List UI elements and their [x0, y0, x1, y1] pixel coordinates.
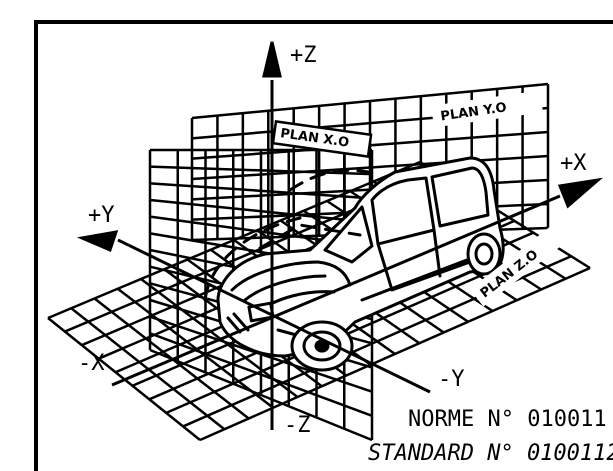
axis-label-minus-x: -X: [78, 351, 105, 376]
axis-label-plus-z: +Z: [290, 43, 317, 68]
norme-caption: NORME N° 010011: [408, 407, 607, 432]
standard-caption: STANDARD N° 0100112: [368, 441, 613, 466]
y-axis-line: [117, 238, 431, 394]
plane-y-grid-line: [191, 154, 549, 181]
y-axis-arrow: [76, 230, 119, 253]
axis-label-plus-y: +Y: [88, 203, 115, 228]
plane-x-grid-line: [149, 182, 373, 200]
car-rear-window: [430, 166, 490, 228]
sheet-frame: [34, 20, 613, 471]
car-hood: [230, 260, 352, 292]
plane-x-grid-line: [149, 332, 373, 418]
axis-label-minus-z: -Z: [284, 413, 311, 438]
hidden-line-arc: [203, 216, 302, 302]
plane-x-grid-line: [149, 348, 373, 442]
car-door-line: [376, 228, 472, 292]
plane-y-grid-line: [191, 82, 549, 120]
plan-y-tag: PLAN Y.O: [431, 90, 543, 128]
plane-x-grid-line: [149, 198, 373, 224]
plan-x-tag: PLAN X.O: [271, 120, 373, 158]
car-front-window: [370, 176, 436, 246]
x-axis-arrow: [557, 177, 603, 209]
car-rear-wheel: [466, 232, 502, 276]
x-axis-line: [111, 194, 561, 387]
axis-label-plus-x: +X: [560, 151, 587, 176]
axis-label-minus-y: -Y: [438, 367, 465, 392]
car-front-wheel: [290, 320, 354, 372]
z-axis-arrow: [262, 41, 282, 78]
axes: [76, 41, 603, 430]
plane-z-grid-line: [199, 266, 591, 442]
car-illustration: [203, 156, 505, 372]
